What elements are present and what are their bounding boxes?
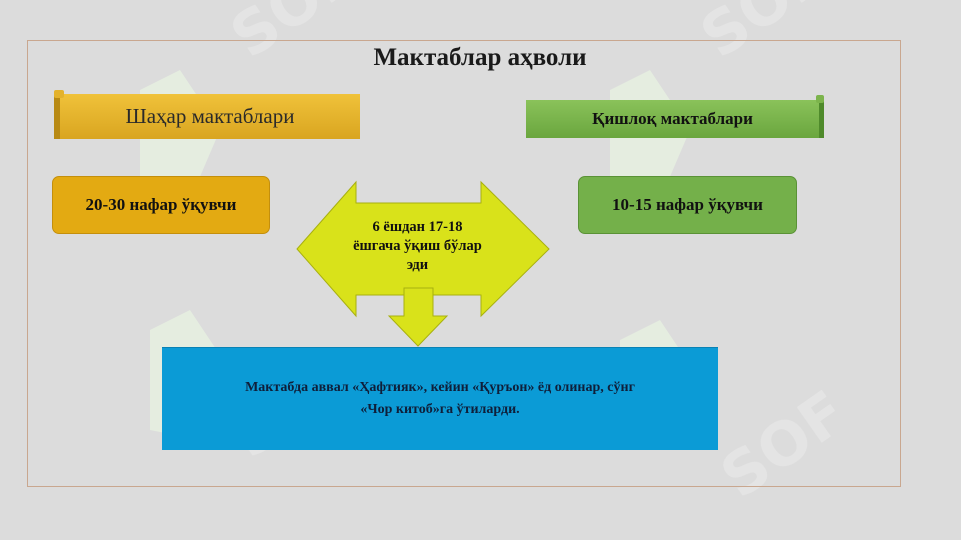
- village-schools-banner: Қишлоқ мактаблари: [526, 95, 824, 138]
- age-range-text: 6 ёшдан 17-18 ёшгача ўқиш бўлар эди: [335, 218, 500, 275]
- city-schools-banner: Шаҳар мактаблари: [54, 90, 360, 139]
- age-range-line: эди: [406, 257, 429, 273]
- city-student-count-box: 20-30 нафар ўқувчи: [52, 176, 270, 234]
- curriculum-line: «Чор китоб»га ўтиларди.: [360, 402, 520, 417]
- double-arrow: [296, 180, 550, 318]
- diagram-title: Мактаблар аҳволи: [373, 44, 587, 71]
- age-range-line: ёшгача ўқиш бўлар: [353, 238, 482, 254]
- age-range-line: 6 ёшдан 17-18: [372, 219, 463, 235]
- city-student-count: 20-30 нафар ўқувчи: [85, 195, 237, 214]
- diagram-frame: [27, 40, 901, 487]
- down-arrow: [387, 287, 449, 347]
- village-student-count: 10-15 нафар ўқувчи: [612, 195, 763, 214]
- curriculum-text: Мактабда аввал «Ҳафтияк», кейин «Қуръон»…: [180, 377, 700, 421]
- village-student-count-box: 10-15 нафар ўқувчи: [578, 176, 797, 234]
- curriculum-line: Мактабда аввал «Ҳафтияк», кейин «Қуръон»…: [245, 380, 635, 395]
- village-schools-label: Қишлоқ мактаблари: [592, 109, 753, 128]
- curriculum-box: Мактабда аввал «Ҳафтияк», кейин «Қуръон»…: [162, 347, 718, 450]
- city-schools-label: Шаҳар мактаблари: [125, 104, 295, 128]
